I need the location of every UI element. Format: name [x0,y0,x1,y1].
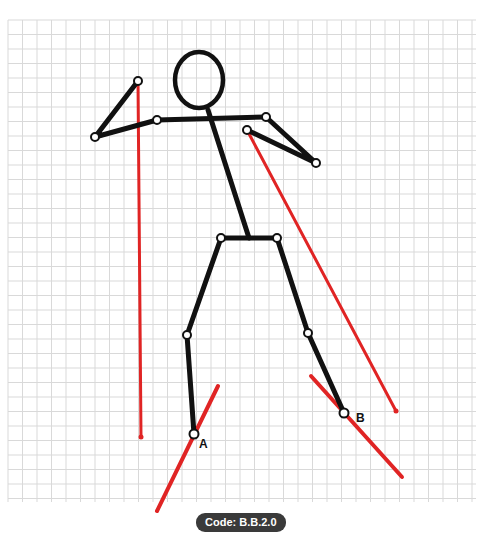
grid-line [8,92,476,93]
grid-line [8,426,476,427]
head [175,52,223,108]
point-label: A [199,438,208,450]
grid-background [8,20,476,502]
joint [243,126,251,134]
grid-line [8,121,476,122]
joint [190,430,199,439]
ski-pole [138,81,141,437]
ski [311,376,402,477]
badge-text: Code: B.B.2.0 [205,516,277,529]
joint [340,409,349,418]
grid-line [8,324,476,325]
grid-line [8,136,476,137]
grid-line [8,150,476,151]
grid-line [8,63,476,64]
grid-line [8,252,476,253]
grid-line [8,440,476,441]
joint [153,116,161,124]
grid-line [8,107,476,108]
right-leg [277,238,344,413]
grid-line [8,353,476,354]
grid-line [8,165,476,166]
grid-line [8,34,476,35]
grid-line [8,382,476,383]
grid-line [8,498,476,499]
joint [304,329,312,337]
grid-line [8,281,476,282]
ski [157,386,218,511]
grid-line [8,266,476,267]
joint [91,133,99,141]
grid-line [8,310,476,311]
grid-line [8,237,476,238]
joint [312,159,320,167]
right-arm [247,117,316,163]
hips [221,236,277,241]
joints [91,77,349,439]
grid-line [8,49,476,50]
grid-line [8,484,476,485]
joint [134,77,142,85]
left-arm [95,81,157,137]
grid-line [8,368,476,369]
pole-tip [394,409,399,414]
grid-line [8,411,476,412]
grid-line [8,179,476,180]
point-label: B [356,412,365,424]
grid-line [8,339,476,340]
shoulders [157,117,266,120]
code-badge: Code: B.B.2.0 [196,513,286,532]
grid-line [8,194,476,195]
left-leg [187,238,221,434]
grid-line [8,20,476,21]
grid-line [8,78,476,79]
grid-line [8,397,476,398]
joint [217,234,225,242]
grid-line [8,469,476,470]
grid-line [8,455,476,456]
joint [262,113,270,121]
joint [273,234,281,242]
pole-tip [139,435,144,440]
grid-line [8,295,476,296]
joint [183,331,191,339]
